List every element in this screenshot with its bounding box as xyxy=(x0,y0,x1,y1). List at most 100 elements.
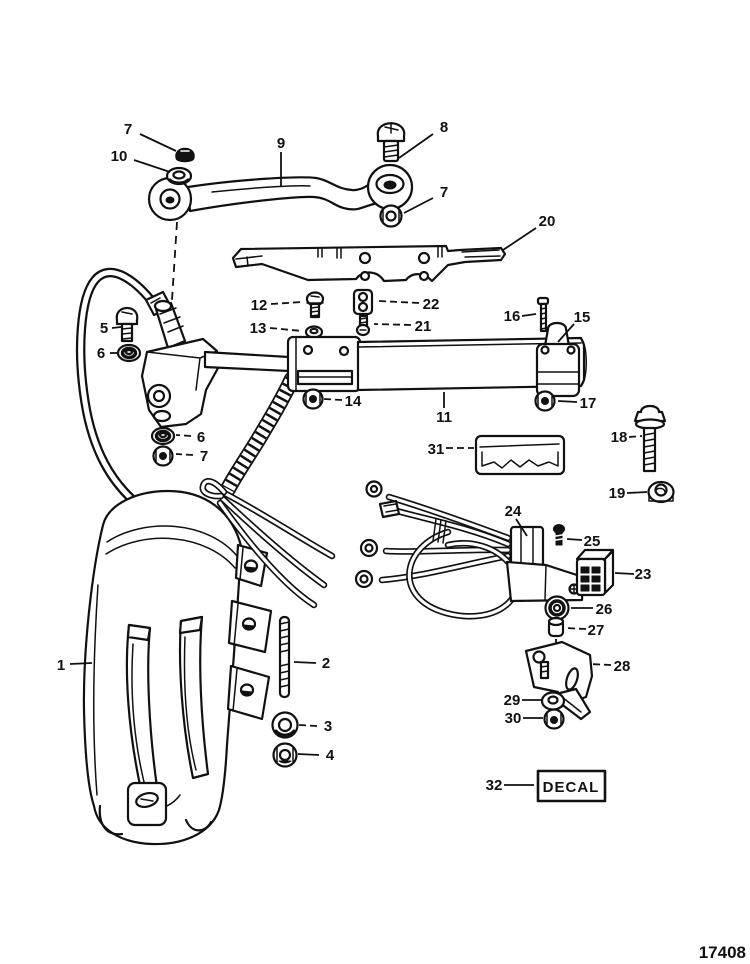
callout-leader-line xyxy=(139,133,177,152)
callout-number: 26 xyxy=(596,601,613,618)
callout-leader-line xyxy=(502,227,537,251)
callout-leader-line xyxy=(111,326,122,329)
callout-leader-line xyxy=(614,572,635,575)
bracket-28 xyxy=(524,640,594,721)
callout-leader-line xyxy=(298,724,318,727)
callout-number: 13 xyxy=(250,320,267,337)
coiled-cable xyxy=(220,371,300,497)
callout-7: 7 xyxy=(175,448,208,465)
relay-23 xyxy=(575,548,615,597)
callout-number: 3 xyxy=(324,718,332,735)
nut-19 xyxy=(647,480,675,504)
callout-leader-line xyxy=(323,398,343,401)
clamp-block-15 xyxy=(535,321,581,398)
callout-leader-line xyxy=(628,435,643,438)
callout-19: 19 xyxy=(609,485,648,502)
callout-number: 8 xyxy=(440,119,448,136)
bolt-18 xyxy=(633,404,667,473)
callout-24: 24 xyxy=(505,503,528,537)
link-22 xyxy=(352,288,374,316)
callout-leader-line xyxy=(133,159,171,173)
callout-12: 12 xyxy=(251,297,303,314)
callout-leader-line xyxy=(588,663,612,666)
callout-number: 5 xyxy=(100,320,108,337)
callout-number: 32 xyxy=(486,777,503,794)
cable-guide-block xyxy=(140,299,220,429)
callout-number: 24 xyxy=(505,503,522,520)
motor-mount-tabs xyxy=(226,543,273,721)
stud-21 xyxy=(355,314,371,337)
callout-number: 14 xyxy=(345,393,362,410)
callout-number: 11 xyxy=(436,409,452,426)
steering-cylinder xyxy=(203,335,587,393)
decal-box: DECAL xyxy=(536,769,607,803)
callout-number: 25 xyxy=(584,533,601,550)
callout-leader-line xyxy=(269,327,303,332)
callout-17: 17 xyxy=(557,395,596,412)
nut-14 xyxy=(302,388,324,410)
callout-5: 5 xyxy=(100,320,122,337)
arm-nut-7-right xyxy=(379,204,403,228)
callout-number: 9 xyxy=(277,135,285,152)
callout-9: 9 xyxy=(277,135,285,186)
washer-6-left xyxy=(116,343,142,363)
callout-number: 27 xyxy=(588,622,605,639)
callout-number: 7 xyxy=(200,448,208,465)
callout-leader-line xyxy=(566,538,583,541)
callout-number: 23 xyxy=(635,566,652,583)
callout-2: 2 xyxy=(293,655,330,672)
wiring-harness xyxy=(354,480,521,620)
motor-body xyxy=(82,489,243,846)
callout-number: 2 xyxy=(322,655,330,672)
callout-leader-line xyxy=(175,453,194,456)
callout-leader-line xyxy=(515,518,528,537)
callout-28: 28 xyxy=(588,658,631,675)
nut-17 xyxy=(534,390,556,412)
callout-leader-line xyxy=(398,133,434,159)
callout-11: 11 xyxy=(436,392,452,426)
callout-number: 21 xyxy=(415,318,432,335)
callout-number: 19 xyxy=(609,485,626,502)
bolt-5 xyxy=(115,306,139,343)
callout-22: 22 xyxy=(378,296,440,313)
callout-32: 32 xyxy=(486,777,534,794)
callout-8: 8 xyxy=(398,119,448,159)
grommet-26 xyxy=(544,595,570,621)
callout-number: 22 xyxy=(423,296,440,313)
callout-number: 6 xyxy=(97,345,105,362)
callout-15: 15 xyxy=(557,309,590,343)
callout-23: 23 xyxy=(614,566,652,583)
motor-lead-wires xyxy=(199,477,336,609)
callout-20: 20 xyxy=(502,213,556,251)
arm-bolt-8 xyxy=(376,122,406,163)
washer-6-lower xyxy=(150,426,176,446)
screw-25 xyxy=(553,524,565,546)
callout-leader-line xyxy=(564,627,587,630)
callout-7: 7 xyxy=(403,184,448,214)
arm-washer-10 xyxy=(165,166,193,186)
bushing-27 xyxy=(547,616,565,638)
callout-leader-line xyxy=(270,301,303,305)
washer-29 xyxy=(540,691,566,711)
callout-10: 10 xyxy=(111,148,171,173)
callout-6: 6 xyxy=(175,429,205,446)
alignment-dashed-line xyxy=(171,221,178,301)
callout-leader-line xyxy=(626,491,648,494)
callout-number: 29 xyxy=(504,692,521,709)
decal-label: DECAL xyxy=(543,779,600,796)
callout-number: 28 xyxy=(614,658,631,675)
callout-27: 27 xyxy=(564,622,605,639)
callout-leader-line xyxy=(403,197,434,214)
trim-switch-24 xyxy=(505,525,585,603)
callout-leader-line xyxy=(69,662,93,665)
callout-number: 7 xyxy=(440,184,448,201)
callout-number: 20 xyxy=(539,213,556,230)
callout-number: 7 xyxy=(124,121,132,138)
washer-3 xyxy=(271,711,299,739)
callout-3: 3 xyxy=(298,718,332,735)
callout-1: 1 xyxy=(57,657,93,674)
callout-30: 30 xyxy=(505,710,543,727)
